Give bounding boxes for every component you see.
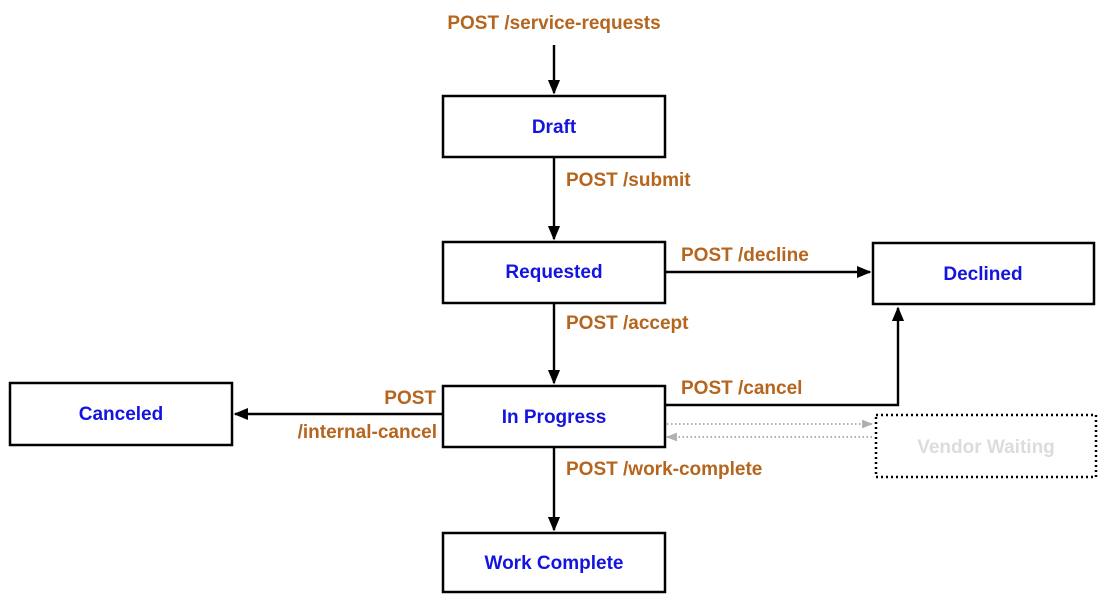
edge-label-accept: POST /accept xyxy=(566,313,689,334)
edge-label-decline: POST /decline xyxy=(681,245,809,266)
edge-label-create: POST /service-requests xyxy=(447,13,660,34)
state-label-canceled: Canceled xyxy=(79,404,163,425)
state-label-requested: Requested xyxy=(505,262,602,283)
state-label-work-complete: Work Complete xyxy=(484,553,623,574)
state-box-vendor-waiting[interactable] xyxy=(874,413,1098,479)
edge-label-cancel: POST /cancel xyxy=(681,378,802,399)
state-box-canceled[interactable] xyxy=(8,381,234,447)
state-node-work-complete[interactable]: Work Complete xyxy=(441,531,667,594)
edge-label-work-complete: POST /work-complete xyxy=(566,459,762,480)
edge-label-internal-cancel-line1: POST xyxy=(384,388,436,409)
state-box-draft[interactable] xyxy=(441,94,667,159)
state-node-in-progress[interactable]: In Progress xyxy=(441,384,667,449)
state-label-draft: Draft xyxy=(532,117,577,138)
state-label-vendor-waiting: Vendor Waiting xyxy=(917,437,1055,458)
state-box-declined[interactable] xyxy=(871,241,1096,306)
state-box-requested[interactable] xyxy=(441,240,667,305)
state-node-requested[interactable]: Requested xyxy=(441,240,667,305)
edge-in-progress-to-declined-cancel xyxy=(665,306,905,407)
edge-label-internal-cancel-line2: /internal-cancel xyxy=(298,422,437,443)
state-box-in-progress[interactable] xyxy=(441,384,667,449)
state-label-in-progress: In Progress xyxy=(502,407,607,428)
state-node-vendor-waiting[interactable]: Vendor Waiting xyxy=(874,413,1098,479)
state-box-work-complete[interactable] xyxy=(441,531,667,594)
state-node-draft[interactable]: Draft xyxy=(441,94,667,159)
state-label-declined: Declined xyxy=(943,264,1022,285)
edge-label-submit: POST /submit xyxy=(566,170,691,191)
state-node-declined[interactable]: Declined xyxy=(871,241,1096,306)
state-node-canceled[interactable]: Canceled xyxy=(8,381,234,447)
